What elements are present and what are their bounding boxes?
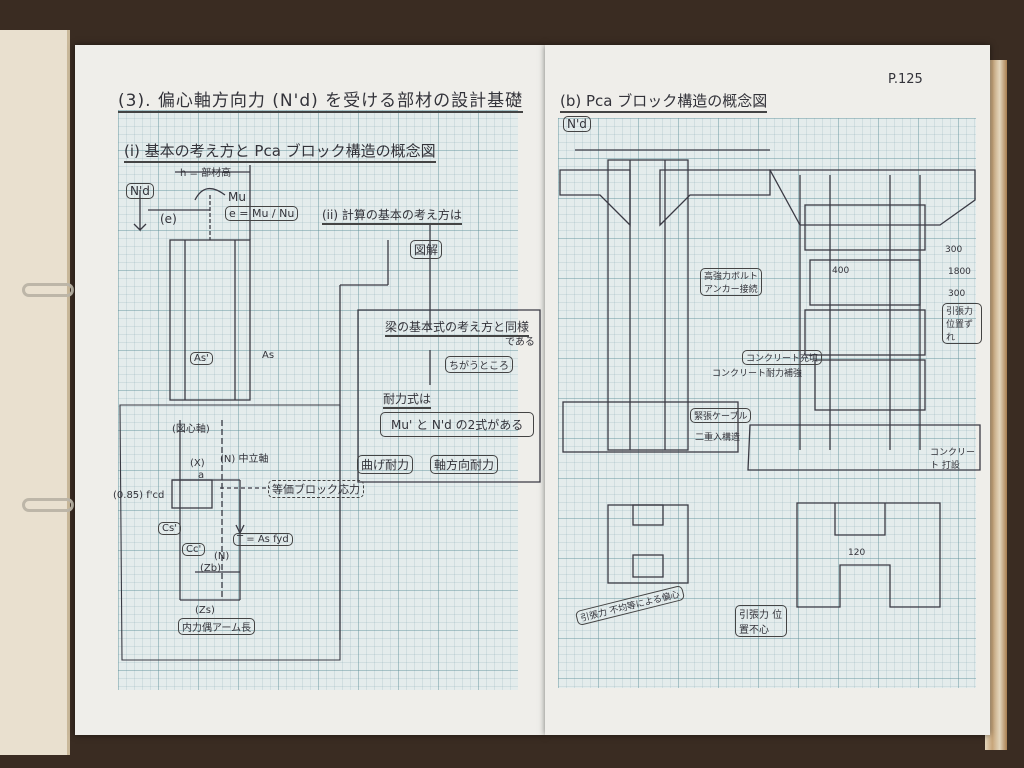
dim-300-top: 300 bbox=[945, 245, 963, 255]
flow-diagram-box: 図解 bbox=[410, 240, 443, 259]
x-label: (X) bbox=[190, 458, 205, 469]
arm-length-label: 内力偶アーム長 bbox=[178, 618, 256, 635]
filling-note: コンクリート充填 bbox=[742, 350, 823, 365]
flow-difference-box: ちがうところ bbox=[445, 356, 513, 373]
as-label: As bbox=[262, 350, 275, 361]
n-label: (N) bbox=[214, 551, 230, 562]
binder-ring-top bbox=[22, 283, 74, 297]
flow-strength-text: 耐力式は bbox=[383, 390, 432, 409]
dim-120: 120 bbox=[848, 548, 866, 558]
cc-label: Cc' bbox=[182, 543, 206, 556]
page-number: P.125 bbox=[888, 72, 923, 87]
previous-page-edge bbox=[0, 30, 70, 755]
a-label: a bbox=[198, 470, 205, 481]
tension-position-note: 引張力 位置不心 bbox=[735, 605, 787, 637]
zb-label: (Zb) bbox=[200, 563, 222, 574]
cable-note-2: 二重入構造 bbox=[695, 433, 741, 443]
concrete-pour-note: コンクリート 打設 bbox=[930, 448, 976, 471]
t-formula: T = As fyd bbox=[233, 533, 293, 546]
stress-label: (0.85) f'cd bbox=[113, 490, 165, 501]
right-page-title: (b) Pca ブロック構造の概念図 bbox=[560, 90, 768, 113]
flow-same-text: 梁の基本式の考え方と同様 bbox=[385, 318, 530, 337]
block-note: コンクリート耐力補強 bbox=[712, 369, 803, 379]
stacked-pages-edge bbox=[985, 60, 1007, 750]
flow-axial-box: 軸方向耐力 bbox=[430, 455, 499, 474]
dim-300-bottom: 300 bbox=[948, 289, 966, 299]
bolt-note: 高強力ボルト アンカー接続 bbox=[700, 268, 762, 296]
section-i-heading: (i) 基本の考え方と Pca ブロック構造の概念図 bbox=[124, 140, 436, 163]
right-graph-paper bbox=[558, 118, 976, 688]
tension-offset-note: 引張力 位置ずれ bbox=[942, 303, 982, 344]
flow-bending-box: 曲げ耐力 bbox=[357, 455, 414, 474]
binder-ring-bottom bbox=[22, 498, 74, 512]
nd-label: N'd bbox=[126, 183, 154, 199]
e-formula: e = Mu / Nu bbox=[225, 206, 299, 221]
section-ii-heading: (ii) 計算の基本の考え方は bbox=[322, 206, 462, 225]
flow-same-suffix: である bbox=[505, 337, 535, 348]
zs-label: (Zs) bbox=[195, 605, 215, 616]
cs-label: Cs' bbox=[158, 522, 181, 535]
neutral-axis-label: (N) 中立軸 bbox=[220, 454, 269, 465]
dim-400: 400 bbox=[832, 266, 850, 276]
cable-note: 緊張ケーブル bbox=[690, 408, 752, 423]
mu-label: Mu bbox=[228, 190, 246, 204]
h-label: h = 部材高 bbox=[180, 168, 232, 179]
centroid-axis-label: (図心軸) bbox=[172, 424, 210, 435]
flow-two-equations-box: Mu' と N'd の2式がある bbox=[380, 412, 535, 437]
dim-1800: 1800 bbox=[948, 267, 971, 277]
e-label: (e) bbox=[160, 212, 177, 226]
as-prime-label: As' bbox=[190, 352, 213, 365]
right-nd-label: N'd bbox=[563, 116, 591, 132]
left-graph-paper bbox=[118, 110, 518, 690]
page-title: (3). 偏心軸方向力 (N'd) を受ける部材の設計基礎 bbox=[118, 86, 524, 113]
equivalent-block-note: 等価ブロック応力 bbox=[268, 480, 364, 498]
